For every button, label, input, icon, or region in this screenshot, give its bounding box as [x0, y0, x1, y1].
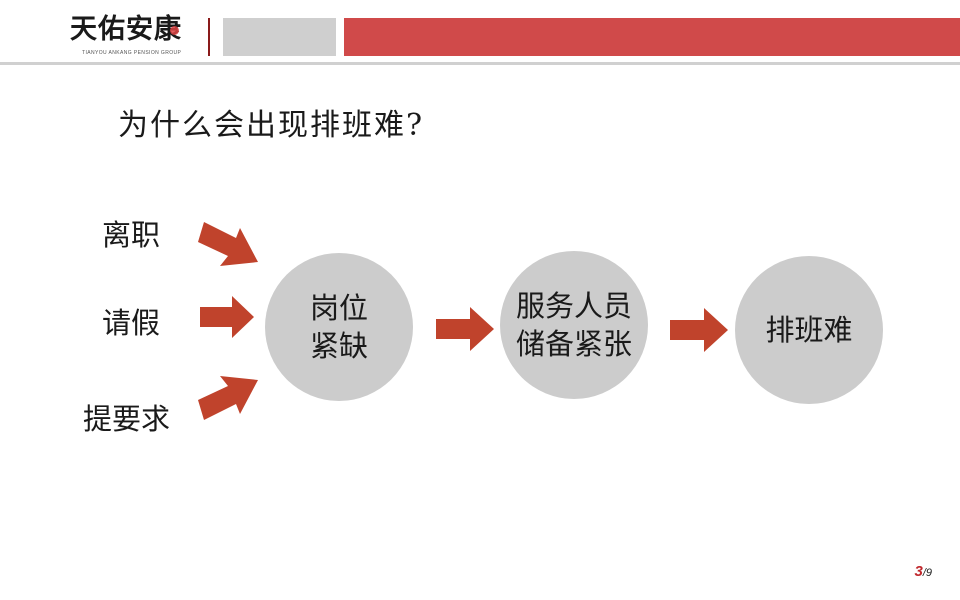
circle-post-shortage-label: 岗位 紧缺 [309, 291, 368, 363]
page-number: 3/9 [914, 563, 932, 581]
header-grey-block [223, 18, 336, 56]
circle-staff-reserve: 服务人员 储备紧张 [500, 251, 648, 399]
header-underline [0, 62, 960, 65]
circle-post-shortage: 岗位 紧缺 [265, 253, 413, 401]
arrow-down-right-icon [198, 222, 258, 266]
flow-arrow-right-icon [436, 307, 494, 351]
header-red-banner [344, 18, 960, 56]
logo-seal-icon [170, 26, 179, 35]
arrow-right-icon [200, 296, 254, 338]
page-number-current: 3 [914, 563, 923, 580]
circle-scheduling-difficulty: 排班难 [735, 256, 883, 404]
logo: 天佑安康 TIANYOU ANKANG PENSION GROUP [70, 12, 200, 60]
circle-staff-reserve-label: 服务人员 储备紧张 [515, 289, 632, 361]
logo-subtext: TIANYOU ANKANG PENSION GROUP [82, 50, 182, 56]
circle-scheduling-difficulty-label: 排班难 [765, 313, 853, 347]
slide-question: 为什么会出现排班难? [118, 108, 425, 143]
logo-text: 天佑安康 [70, 14, 182, 45]
cause-leave: 请假 [102, 306, 161, 340]
cause-requests: 提要求 [83, 402, 171, 436]
flow-arrow-right-icon [670, 308, 728, 352]
page-number-total: /9 [922, 567, 932, 579]
cause-resign: 离职 [102, 218, 161, 252]
logo-divider [208, 18, 210, 56]
arrow-up-right-icon [198, 376, 258, 420]
